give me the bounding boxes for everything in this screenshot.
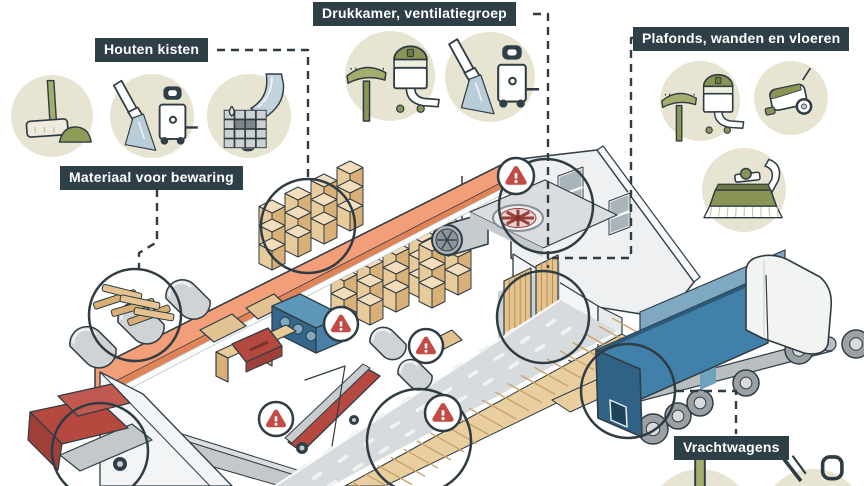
highlight-circle [579, 342, 677, 440]
front-wall [99, 371, 331, 486]
label-drukkamer: Drukkamer, ventilatiegroep [313, 2, 516, 26]
water-basin-icon [207, 73, 291, 158]
pressure-washer-partial-icon [774, 455, 852, 486]
highlight-circle [495, 269, 591, 365]
truck-wheel [637, 413, 669, 445]
warning-badge [423, 393, 463, 433]
warning-triangle-icon [415, 336, 437, 355]
warning-badges [257, 156, 536, 438]
rake-vacuum-icon-2-art [661, 73, 745, 142]
truck [595, 249, 864, 445]
wood-pallets [92, 283, 175, 327]
truck-wheel [841, 329, 864, 359]
sweeper-machine-icon [754, 61, 828, 135]
highlight-circle [259, 177, 357, 275]
scrub-brush-icon [702, 148, 786, 232]
warning-triangle-icon [330, 314, 352, 333]
label-houten-kisten: Houten kisten [95, 38, 209, 62]
cylinder-cover [369, 326, 407, 361]
connector-lines [137, 12, 738, 434]
rake-vacuum-icon-art [346, 45, 440, 122]
highlight-circle [365, 387, 473, 486]
inclined-conveyor [284, 363, 381, 454]
truck-wheel [732, 369, 760, 397]
warning-triangle-icon [505, 165, 527, 185]
pressure-washer-icon-art [112, 79, 198, 151]
pressure-washer-icon-2-art [448, 38, 540, 115]
warning-badge [496, 156, 536, 196]
pressure-washer-icon [110, 74, 198, 158]
rake-vacuum-icon [345, 31, 440, 122]
warning-badge [322, 305, 360, 343]
highlight-circle [497, 157, 595, 255]
sweeper-body [764, 67, 813, 116]
warning-badge [257, 400, 295, 438]
broom-icon-art [25, 79, 92, 143]
scrub-brush-icon-art [703, 158, 783, 219]
warning-triangle-icon [432, 402, 454, 422]
water-basin-icon-art [223, 73, 285, 152]
label-plafonds: Plafonds, wanden en vloeren [633, 27, 850, 51]
red-sorting-machine [215, 324, 297, 383]
highlight-circles [50, 157, 677, 486]
warning-badge [407, 327, 445, 365]
loading-road [274, 299, 619, 486]
label-vrachtwagens: Vrachtwagens [674, 436, 789, 460]
pressure-washer-partial-icon-art [782, 455, 844, 483]
broom-icon [11, 75, 93, 157]
label-materiaal: Materiaal voor bewaring [60, 166, 243, 190]
highlight-circle [87, 267, 183, 363]
truck-wheel [686, 389, 714, 417]
warning-triangle-icon [265, 409, 287, 428]
pressure-washer-icon-2 [445, 32, 540, 122]
cylinder-cover [165, 279, 211, 320]
rake-vacuum-icon-2 [660, 61, 745, 142]
sweeper-machine-icon-art [764, 67, 813, 116]
highlight-circle [50, 401, 150, 486]
